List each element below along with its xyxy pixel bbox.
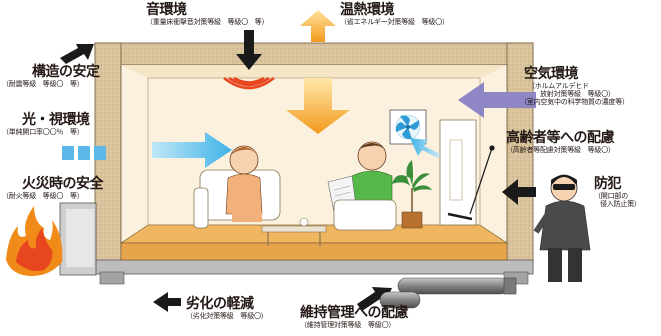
- air-arrow: [458, 82, 536, 118]
- air-flow-arrow: [410, 138, 440, 158]
- thermal-up-arrow: [300, 10, 336, 42]
- thermal-label: 温熱環境 （省エネルギー対策等級 等級〇）: [340, 2, 449, 26]
- security-title: 防犯: [594, 176, 621, 192]
- elderly-subtitle: （高齢者等配慮対策等級 等級〇）: [506, 146, 615, 155]
- sound-arrow: [236, 30, 262, 70]
- fire-label: 火災時の安全 （耐火等級 等級〇 等）: [2, 176, 104, 201]
- maintenance-label: 維持管理への配慮 （維持管理対策等級 等級〇）: [300, 305, 409, 330]
- fire-title: 火災時の安全: [22, 176, 104, 192]
- elderly-pointer: [447, 145, 495, 221]
- air-subtitle-3: （室内空気中の科学物質の濃度等）: [520, 98, 629, 107]
- security-subtitle-1: （開口部の: [594, 192, 628, 201]
- sound-title: 音環境: [146, 2, 187, 18]
- sound-subtitle: （重量床衝撃音対策等級 等級〇 等）: [146, 18, 269, 27]
- air-subtitle-1: （ホルムアルデヒド: [528, 82, 589, 91]
- maintenance-arrow: [357, 287, 392, 311]
- structure-label: 構造の安定 （耐震等級 等級〇 等）: [2, 64, 100, 88]
- sound-label: 音環境 （重量床衝撃音対策等級 等級〇 等）: [146, 2, 269, 27]
- light-label: 光・視環境 （単純開口率〇〇％ 等）: [2, 112, 90, 136]
- thermal-subtitle: （省エネルギー対策等級 等級〇）: [340, 18, 449, 27]
- pipe-icon: [379, 277, 517, 309]
- maintenance-title: 維持管理への配慮: [300, 305, 409, 321]
- armchair: [333, 199, 397, 231]
- structure-arrow: [60, 44, 94, 64]
- structure-title: 構造の安定: [32, 64, 100, 80]
- maintenance-subtitle: （維持管理対策等級 等級〇）: [300, 321, 396, 330]
- light-window-icon: [62, 146, 106, 160]
- coffee-table: [261, 217, 327, 246]
- thermal-down-arrow: [286, 78, 350, 134]
- fire-subtitle: （耐火等級 等級〇 等）: [2, 192, 84, 201]
- potted-plant-icon: [392, 160, 432, 229]
- light-arrow: [152, 132, 232, 168]
- house-frame: [59, 42, 534, 285]
- structure-subtitle: （耐震等級 等級〇 等）: [2, 80, 84, 89]
- deterioration-arrow: [153, 292, 181, 312]
- fan-icon: [389, 109, 427, 145]
- deterioration-title: 劣化の軽減: [186, 296, 254, 312]
- security-label: 防犯 （開口部の 侵入防止策）: [594, 176, 641, 208]
- elderly-label: 高齢者等への配慮 （高齢者等配慮対策等級 等級〇）: [506, 130, 615, 154]
- security-arrow: [502, 179, 536, 205]
- deterioration-subtitle: （劣化対策等級 等級〇）: [186, 312, 268, 321]
- air-label: 空気環境 （ホルムアルデヒド 放射対策等級 等級〇） （室内空気中の科学物質の濃…: [512, 66, 629, 106]
- elderly-title: 高齢者等への配慮: [506, 130, 614, 146]
- woman-figure: [225, 145, 263, 222]
- thermal-title: 温熱環境: [340, 2, 394, 18]
- fire-icon: [6, 206, 63, 276]
- light-title: 光・視環境: [22, 112, 90, 128]
- security-subtitle-2: 侵入防止策）: [600, 200, 641, 209]
- burglar-icon: [533, 174, 591, 282]
- deterioration-label: 劣化の軽減 （劣化対策等級 等級〇）: [186, 296, 268, 320]
- light-subtitle: （単純開口率〇〇％ 等）: [2, 128, 84, 137]
- sound-waves-icon: [223, 76, 275, 90]
- air-title: 空気環境: [524, 66, 578, 82]
- air-subtitle-2: 放射対策等級 等級〇）: [540, 90, 615, 99]
